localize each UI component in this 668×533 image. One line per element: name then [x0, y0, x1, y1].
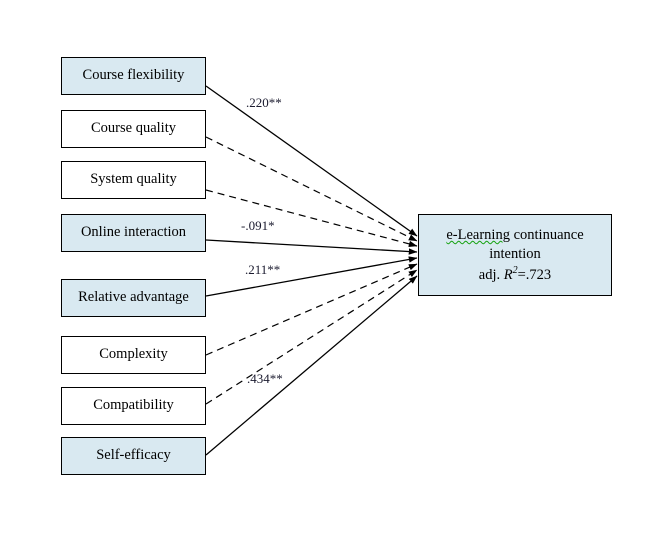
- node-elearning-continuance-intention[interactable]: e-Learning continuance intention adj. R2…: [418, 214, 612, 296]
- path-system-quality: [205, 189, 418, 247]
- path-label-self-efficacy: .434**: [247, 371, 283, 386]
- node-label: System quality: [90, 171, 177, 188]
- r2-symbol: R: [503, 266, 513, 283]
- path-self-efficacy: [205, 275, 418, 456]
- node-label: Complexity: [99, 346, 168, 363]
- outcome-term-continuance: continuance: [509, 226, 584, 243]
- outcome-adjusted-r-squared: adj. R2=.723: [479, 264, 551, 285]
- path-label-relative-advantage: .211**: [245, 262, 281, 277]
- path-label-online-interaction: -.091*: [241, 218, 275, 233]
- node-online-interaction[interactable]: Online interaction: [61, 214, 206, 252]
- node-label: Self-efficacy: [96, 447, 171, 464]
- node-course-quality[interactable]: Course quality: [61, 110, 206, 148]
- node-complexity[interactable]: Complexity: [61, 336, 206, 374]
- node-system-quality[interactable]: System quality: [61, 161, 206, 199]
- r2-value: =.723: [517, 266, 552, 283]
- path-compatibility: [205, 269, 418, 405]
- path-course-flexibility: [205, 85, 418, 237]
- r2-exponent: 2: [512, 264, 518, 276]
- outcome-line-1: e-Learning continuance: [446, 226, 583, 245]
- path-complexity: [205, 263, 418, 356]
- outcome-line-2: intention: [489, 245, 541, 262]
- node-label: Course flexibility: [82, 67, 185, 84]
- r2-prefix: adj.: [478, 266, 504, 283]
- outcome-term-elearning: e-Learning: [446, 226, 510, 243]
- node-label: Compatibility: [93, 397, 174, 414]
- path-relative-advantage: [205, 256, 418, 297]
- node-label: Course quality: [91, 120, 176, 137]
- path-course-quality: [205, 136, 418, 242]
- path-label-course-flexibility: .220**: [246, 95, 282, 110]
- path-online-interaction: [205, 239, 418, 255]
- node-self-efficacy[interactable]: Self-efficacy: [61, 437, 206, 475]
- node-label: Relative advantage: [78, 289, 189, 306]
- node-relative-advantage[interactable]: Relative advantage: [61, 279, 206, 317]
- node-course-flexibility[interactable]: Course flexibility: [61, 57, 206, 95]
- node-label: Online interaction: [80, 224, 187, 241]
- node-compatibility[interactable]: Compatibility: [61, 387, 206, 425]
